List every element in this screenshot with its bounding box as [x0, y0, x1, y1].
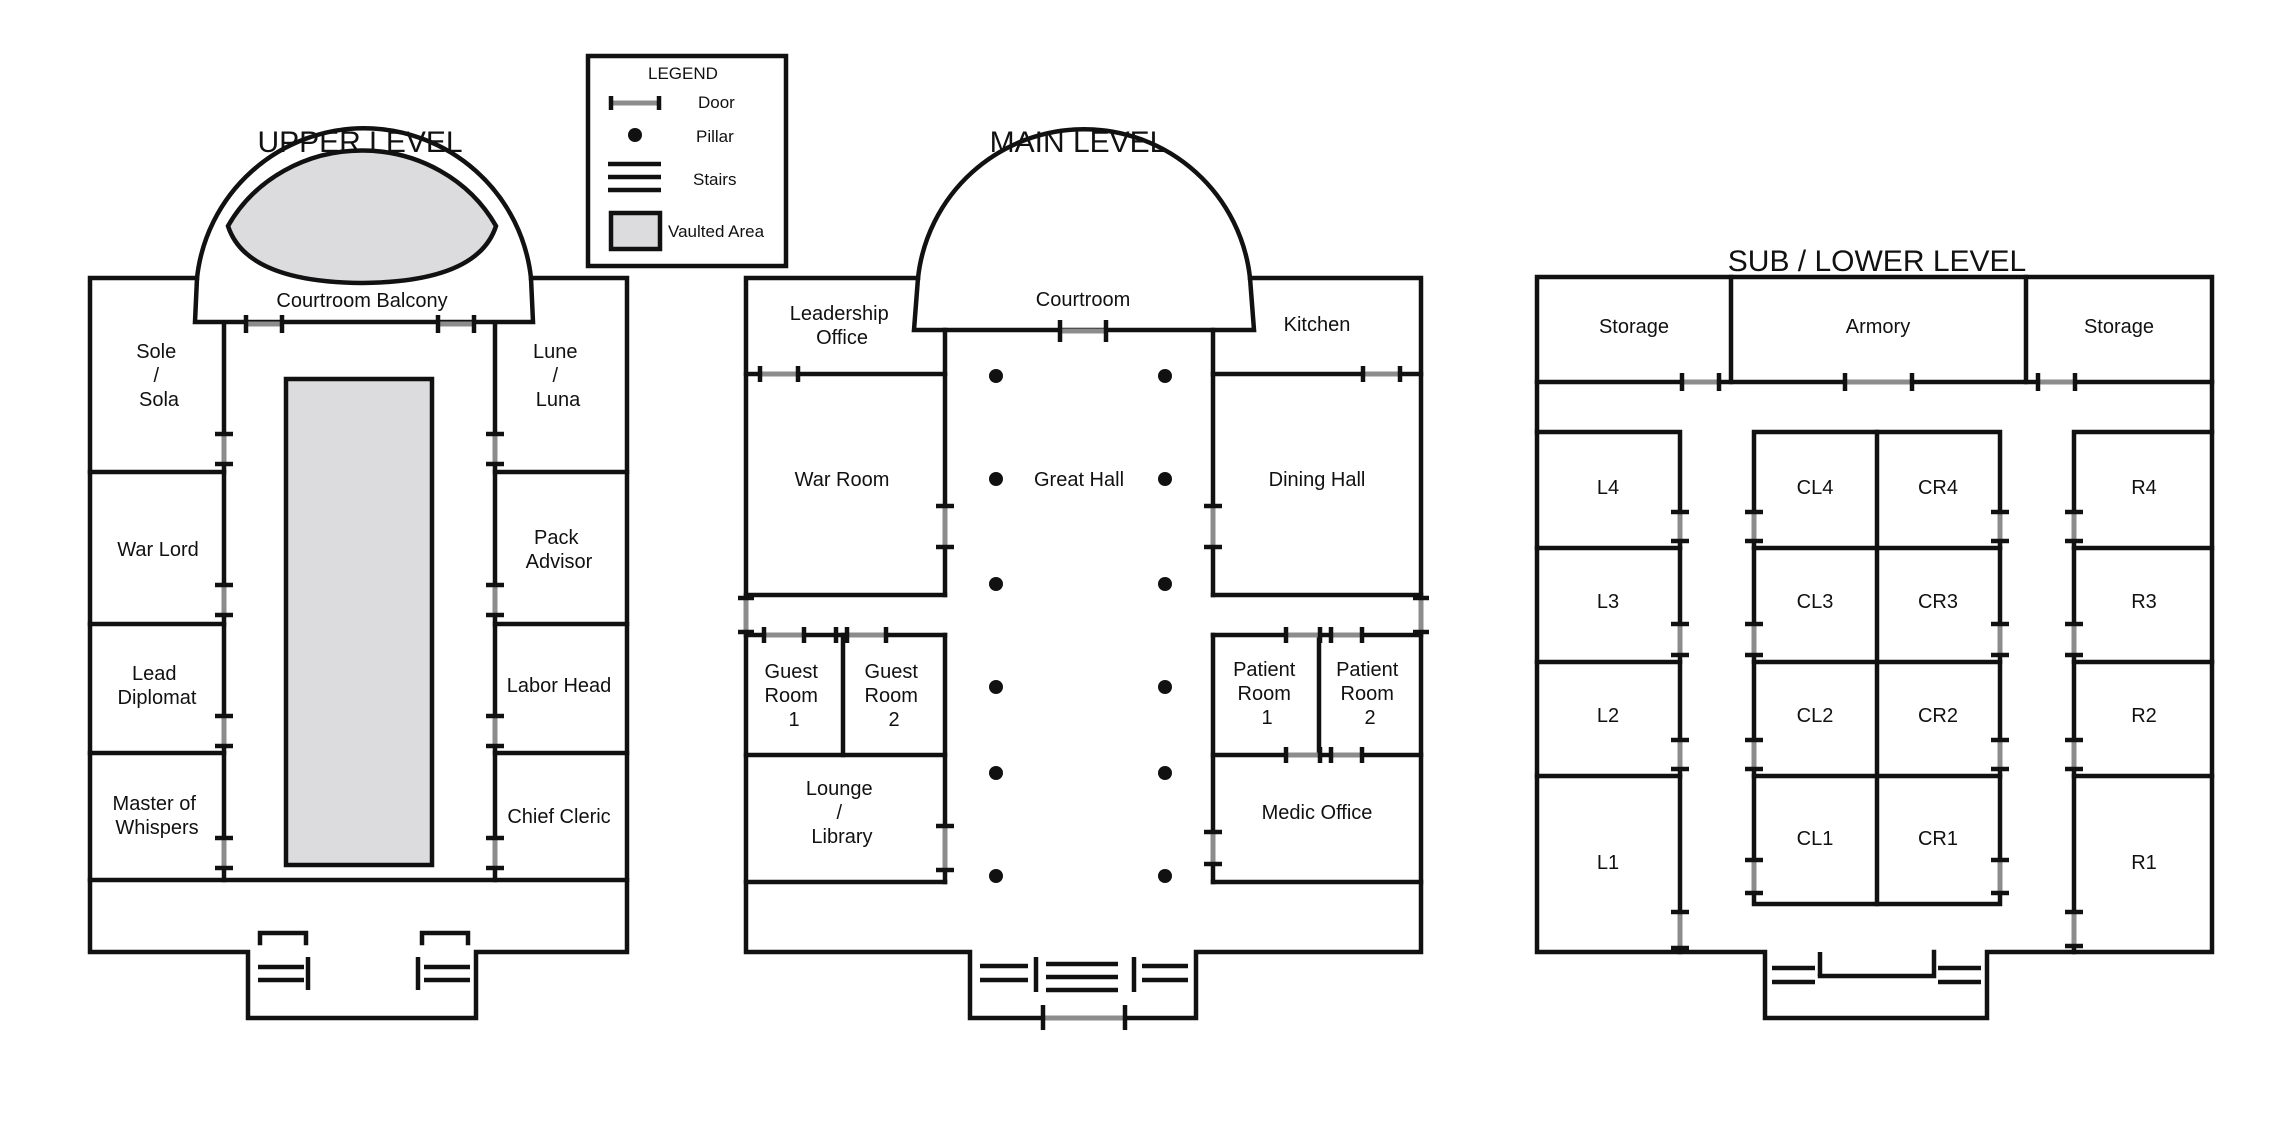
room-dining-hall: Dining Hall — [1269, 469, 1366, 491]
room-kitchen: Kitchen — [1284, 314, 1351, 336]
lower-center-left-doors — [1745, 509, 1763, 896]
legend: LEGEND Door Pillar Stairs Vaulted Area — [585, 53, 789, 269]
cell-L3: L3 — [1597, 591, 1619, 613]
room-armory: Armory — [1846, 316, 1910, 338]
upper-level: UPPER LEVEL Courtroom Balcony — [87, 126, 630, 1021]
room-courtroom-balcony: Courtroom Balcony — [276, 290, 447, 312]
great-hall-pillars — [989, 369, 1172, 883]
room-war-room: War Room — [795, 469, 890, 491]
cell-R3: R3 — [2131, 591, 2157, 613]
pillar-icon — [989, 766, 1003, 780]
room-guest-room-2: Guest Room 2 — [865, 661, 924, 731]
cell-CL3: CL3 — [1797, 591, 1834, 613]
legend-pillar-label: Pillar — [696, 127, 734, 146]
cell-R2: R2 — [2131, 705, 2157, 727]
cell-L4: L4 — [1597, 477, 1619, 499]
lower-center-right-doors — [1991, 509, 2009, 896]
room-lead-diplomat: Lead Diplomat — [118, 663, 197, 709]
cell-CL1: CL1 — [1797, 828, 1834, 850]
room-pack-advisor: Pack Advisor — [526, 527, 593, 573]
pillar-icon — [1158, 766, 1172, 780]
room-leadership-office: Leadership Office — [790, 303, 895, 349]
room-chief-cleric: Chief Cleric — [507, 806, 610, 828]
upper-right-doors — [486, 431, 504, 871]
lower-outer-wall — [1534, 274, 2215, 1021]
stairs-icon — [257, 930, 311, 990]
room-sole-sola: Sole / Sola — [136, 341, 182, 411]
upper-vaulted-area — [283, 376, 435, 868]
room-guest-room-1: Guest Room 1 — [765, 661, 824, 731]
legend-door-label: Door — [698, 93, 735, 112]
lower-level-title: SUB / LOWER LEVEL — [1728, 245, 2026, 278]
legend-title: LEGEND — [648, 64, 718, 83]
cell-R4: R4 — [2131, 477, 2157, 499]
pillar-icon — [989, 369, 1003, 383]
cell-CL4: CL4 — [1797, 477, 1834, 499]
stairs-icon — [415, 930, 471, 990]
upper-dome-vault — [225, 148, 499, 286]
legend-frame — [585, 53, 789, 269]
cell-CR1: CR1 — [1918, 828, 1958, 850]
room-patient-room-1: Patient Room 1 — [1233, 659, 1301, 729]
cell-CR4: CR4 — [1918, 477, 1958, 499]
room-patient-room-2: Patient Room 2 — [1336, 659, 1404, 729]
room-storage-left: Storage — [1599, 316, 1669, 338]
room-lune-luna: Lune / Luna — [533, 341, 583, 411]
vaulted-area-icon — [608, 210, 663, 252]
upper-dome — [192, 126, 536, 325]
cell-R1: R1 — [2131, 852, 2157, 874]
legend-vaulted-label: Vaulted Area — [668, 222, 765, 241]
pillar-icon — [989, 577, 1003, 591]
pillar-icon — [989, 680, 1003, 694]
lower-left-doors — [1671, 509, 1689, 951]
legend-stairs-label: Stairs — [693, 170, 736, 189]
door-icon — [608, 96, 662, 110]
room-lounge-library: Lounge / Library — [806, 778, 878, 848]
cell-L1: L1 — [1597, 852, 1619, 874]
pillar-icon — [628, 128, 642, 142]
room-great-hall: Great Hall — [1034, 469, 1124, 491]
upper-outer-wall — [87, 275, 630, 1021]
lower-right-doors — [2065, 509, 2083, 949]
upper-left-doors — [215, 431, 233, 871]
main-level: MAIN LEVEL Courtroom — [738, 126, 1429, 1030]
cell-CL2: CL2 — [1797, 705, 1834, 727]
room-war-lord: War Lord — [117, 539, 199, 561]
pillar-icon — [1158, 869, 1172, 883]
room-master-of-whispers: Master of Whispers — [113, 793, 202, 839]
lower-level: SUB / LOWER LEVEL — [1534, 245, 2215, 1021]
pillar-icon — [1158, 369, 1172, 383]
cell-CR3: CR3 — [1918, 591, 1958, 613]
pillar-icon — [1158, 680, 1172, 694]
room-storage-right: Storage — [2084, 316, 2154, 338]
room-labor-head: Labor Head — [507, 675, 612, 697]
room-medic-office: Medic Office — [1262, 802, 1373, 824]
room-courtroom: Courtroom — [1036, 289, 1130, 311]
stairs-icon — [980, 957, 1188, 993]
pillar-icon — [989, 869, 1003, 883]
pillar-icon — [1158, 577, 1172, 591]
stairs-icon — [1772, 949, 1981, 985]
pillar-icon — [989, 472, 1003, 486]
pillar-icon — [1158, 472, 1172, 486]
main-dome — [911, 126, 1257, 333]
cell-L2: L2 — [1597, 705, 1619, 727]
stairs-icon — [608, 161, 661, 193]
cell-CR2: CR2 — [1918, 705, 1958, 727]
